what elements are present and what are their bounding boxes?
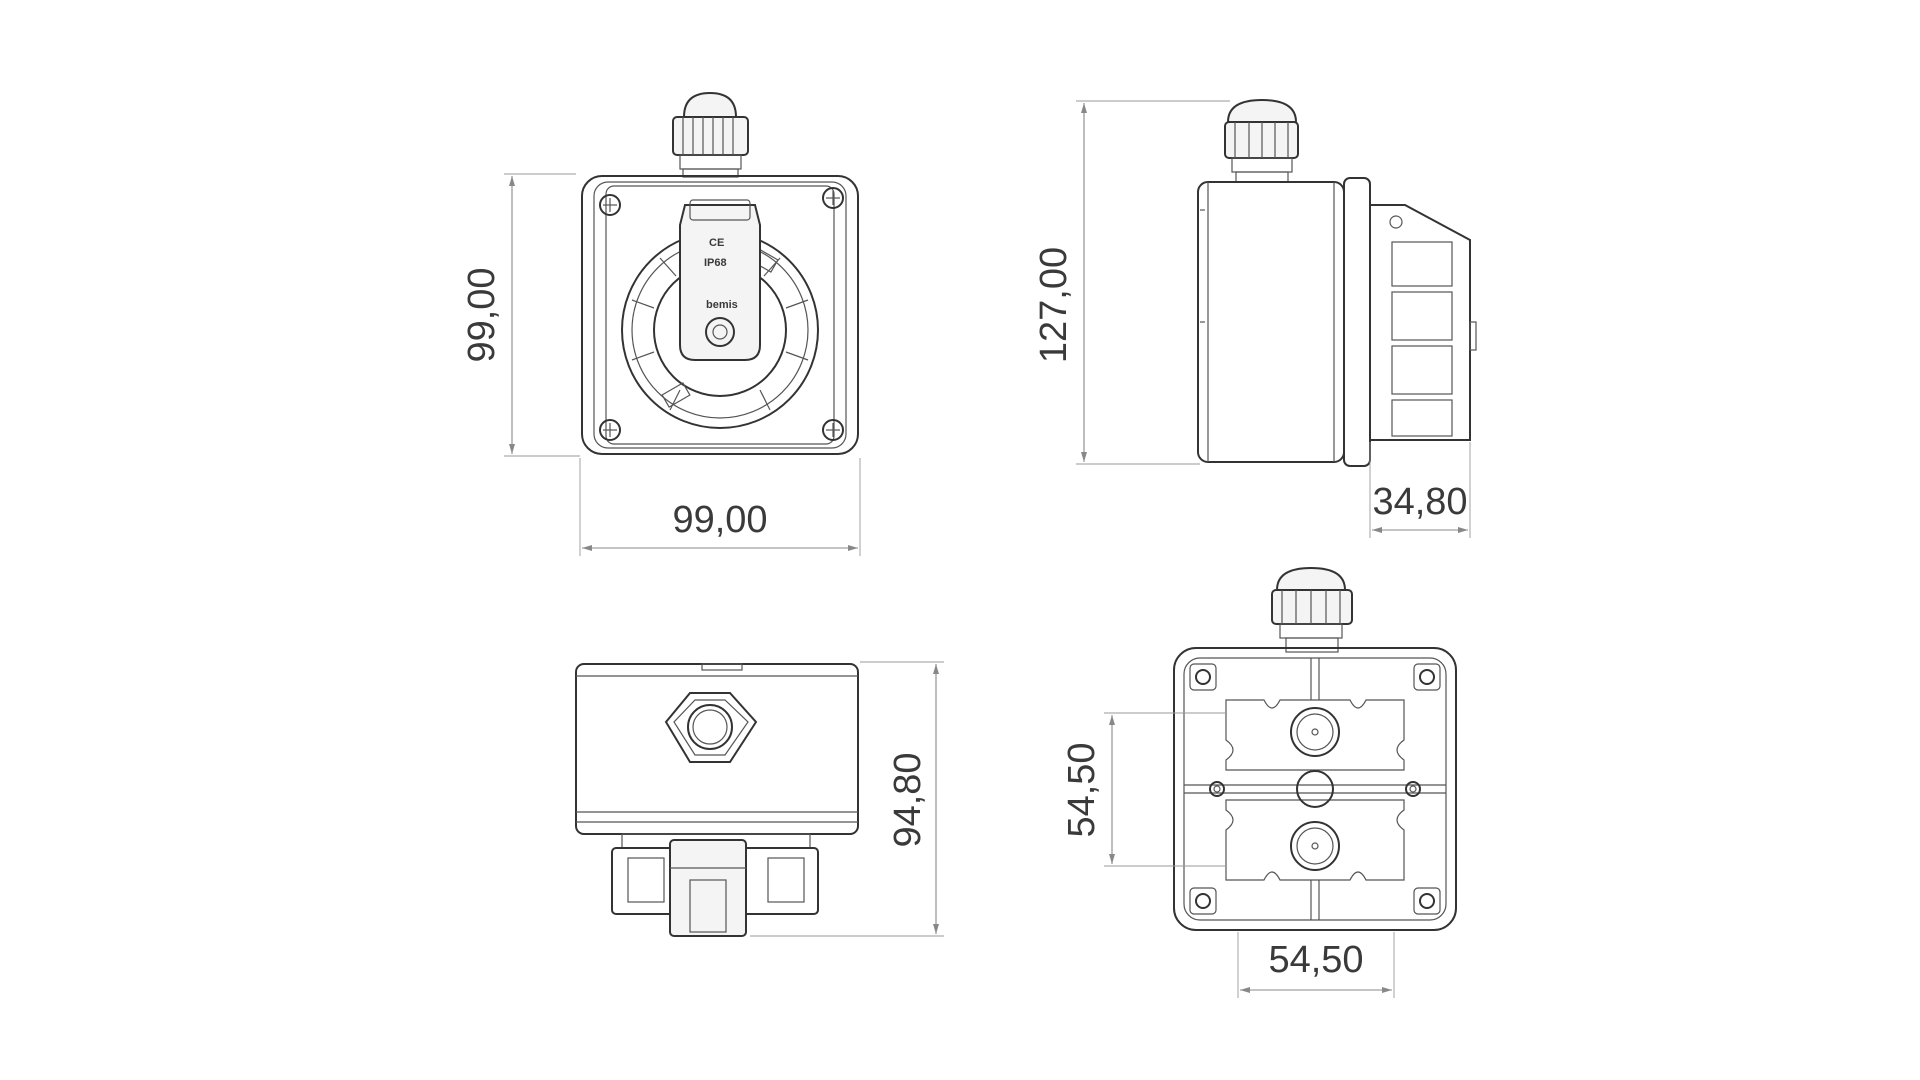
rear-housing — [1173, 647, 1457, 931]
rear-view: 54,50 54,50 — [1061, 566, 1457, 998]
bottom-height-value: 94,80 — [887, 752, 929, 847]
brand-label: bemis — [706, 299, 738, 311]
rear-knockouts — [1209, 707, 1421, 871]
cable-gland — [672, 91, 749, 178]
ip-rating-label: IP68 — [704, 257, 727, 269]
rear-cable-gland — [1271, 566, 1353, 653]
bottom-socket — [611, 833, 819, 937]
front-height-value: 99,00 — [461, 267, 503, 362]
front-width-value: 99,00 — [672, 499, 767, 541]
side-depth-dimension: 34,80 — [1369, 442, 1471, 538]
rear-corner-screws — [1189, 663, 1441, 915]
front-view: CE IP68 bemis 99,00 99,00 — [461, 91, 861, 556]
side-view: 127,00 34,80 — [1033, 98, 1477, 538]
side-housing — [1197, 181, 1345, 463]
front-height-dimension: 99,00 — [461, 173, 580, 457]
side-socket — [1369, 204, 1477, 441]
side-height-value: 127,00 — [1033, 247, 1075, 363]
side-depth-value: 34,80 — [1372, 481, 1467, 523]
bottom-housing — [575, 663, 859, 835]
rear-horizontal-spacing-dimension: 54,50 — [1237, 932, 1395, 998]
front-width-dimension: 99,00 — [579, 458, 861, 556]
rear-horizontal-spacing-value: 54,50 — [1268, 939, 1363, 981]
bottom-height-dimension: 94,80 — [750, 661, 944, 937]
corner-screws — [599, 187, 844, 441]
rear-vertical-spacing-dimension: 54,50 — [1061, 712, 1226, 867]
socket-face: CE IP68 bemis — [621, 199, 819, 429]
bottom-view: 94,80 — [575, 661, 944, 937]
side-height-dimension: 127,00 — [1033, 100, 1230, 465]
ce-mark: CE — [709, 237, 724, 249]
rear-vertical-spacing-value: 54,50 — [1061, 742, 1103, 837]
side-cable-gland — [1224, 98, 1299, 183]
front-housing — [581, 175, 859, 455]
bottom-gland-nut — [664, 692, 758, 763]
